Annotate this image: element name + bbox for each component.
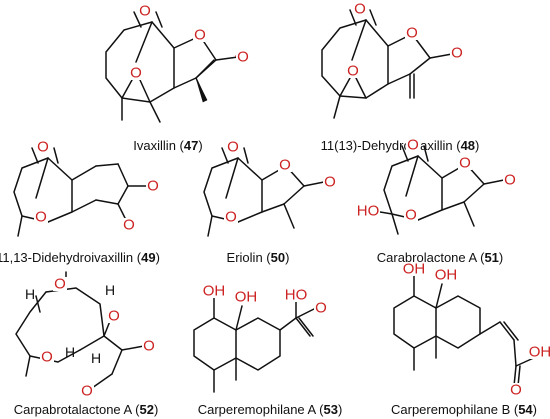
- structure-didehydroivaxillin: O O O O 11,13-Didehydroivaxillin (49): [0, 139, 160, 265]
- caption-carpabrotalactone-a: Carpabrotalactone A (52): [14, 402, 159, 417]
- oxygen-label: O: [451, 45, 463, 62]
- caption-ivaxillin: Ivaxillin (47): [133, 138, 202, 153]
- structure-dehydroivaxillin: O O O O 11(13)-Dehydroivaxillin (48): [321, 1, 480, 154]
- oxygen-label: O: [227, 139, 239, 156]
- oxygen-label: O: [354, 1, 366, 18]
- hydroxyl-label: OH: [435, 267, 458, 284]
- oxygen-label: O: [37, 139, 49, 156]
- oxygen-label: O: [406, 25, 418, 42]
- oxygen-label: O: [108, 308, 120, 325]
- oxygen-label: O: [279, 157, 291, 174]
- oxygen-label: O: [510, 382, 522, 399]
- hydroxyl-label: OH: [203, 283, 226, 300]
- oxygen-label: O: [405, 207, 417, 224]
- caption-carabrolactone-a: Carabrolactone A (51): [377, 250, 504, 265]
- caption-carperemophilane-b: Carperemophilane B (54): [391, 402, 537, 417]
- hydrogen-label: H: [105, 282, 115, 298]
- structure-carperemophilane-b: OH OH OH O Carperemophilane B (54): [391, 261, 550, 417]
- oxygen-label: O: [41, 349, 53, 366]
- hydroxyl-label: HO: [285, 287, 308, 304]
- caption-carperemophilane-a: Carperemophilane A (53): [198, 402, 343, 417]
- structure-carpabrotalactone-a: O O O O O H H H H Carpabrotalactone A (5…: [14, 271, 159, 417]
- oxygen-label: O: [143, 338, 155, 355]
- oxygen-label: O: [347, 63, 359, 80]
- oxygen-label: O: [459, 155, 471, 172]
- oxygen-label: O: [147, 178, 159, 195]
- structure-carabrolactone-a: O O O O HO Carabrolactone A (51): [356, 137, 517, 265]
- hydroxyl-label: OH: [403, 261, 426, 278]
- structure-ivaxillin: O O O O Ivaxillin (47): [105, 3, 250, 153]
- hydroxyl-label: OH: [529, 344, 550, 361]
- structure-carperemophilane-a: OH OH HO O Carperemophilane A (53): [193, 283, 343, 417]
- oxygen-label: O: [225, 209, 237, 226]
- structure-eriolin: O O O O Eriolin (50): [203, 139, 337, 265]
- oxygen-label: O: [139, 3, 151, 20]
- hydrogen-label: H: [25, 286, 35, 302]
- oxygen-label: O: [315, 300, 327, 317]
- caption-didehydroivaxillin: 11,13-Didehydroivaxillin (49): [0, 250, 160, 265]
- oxygen-label: O: [407, 137, 419, 154]
- hydrogen-label: H: [65, 344, 75, 360]
- oxygen-label: O: [123, 217, 135, 234]
- caption-eriolin: Eriolin (50): [227, 250, 290, 265]
- oxygen-label: O: [130, 65, 142, 82]
- oxygen-label: O: [237, 49, 249, 66]
- oxygen-label: O: [324, 174, 336, 191]
- hydrogen-label: H: [91, 350, 101, 366]
- hydroxyl-label: HO: [357, 203, 380, 220]
- oxygen-label: O: [35, 209, 47, 226]
- oxygen-label: O: [54, 276, 66, 293]
- caption-dehydroivaxillin: 11(13)-Dehydroivaxillin (48): [321, 138, 480, 153]
- oxygen-label: O: [504, 172, 516, 189]
- hydroxyl-label: OH: [235, 289, 258, 306]
- oxygen-label: O: [81, 383, 93, 400]
- oxygen-label: O: [194, 27, 206, 44]
